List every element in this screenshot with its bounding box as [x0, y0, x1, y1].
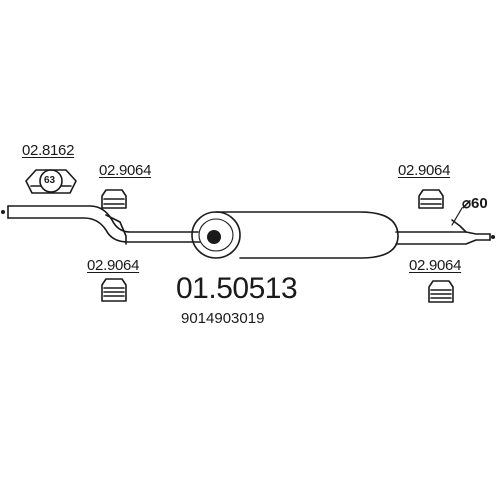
clamp-icon	[25, 169, 77, 194]
hanger-code-lower-right: 02.9064	[409, 257, 462, 274]
inlet-dot	[1, 210, 5, 214]
muffler-pipe-opening	[207, 230, 221, 244]
hanger-code-upper-left: 02.9064	[99, 162, 152, 179]
hanger-icon-lower-left	[101, 278, 127, 302]
hanger-icon-upper-right	[418, 189, 444, 209]
inlet-flange	[105, 214, 127, 245]
hanger-icon-upper-left	[101, 189, 127, 209]
tail-flange	[451, 219, 467, 233]
inlet-pipe	[7, 205, 201, 243]
diameter-label: ⌀60	[462, 195, 488, 212]
hanger-icon-lower-right	[428, 280, 454, 303]
tail-pipe	[395, 231, 491, 245]
muffler-end-cap	[191, 211, 241, 259]
muffler-body	[215, 211, 399, 259]
oem-number: 9014903019	[181, 310, 265, 327]
clamp-code-label: 02.8162	[22, 142, 75, 159]
hanger-code-upper-right: 02.9064	[398, 162, 451, 179]
part-number: 01.50513	[176, 272, 298, 305]
diameter-leader	[451, 207, 463, 226]
hanger-code-lower-left: 02.9064	[87, 257, 140, 274]
clamp-size-label: 63	[44, 175, 56, 186]
